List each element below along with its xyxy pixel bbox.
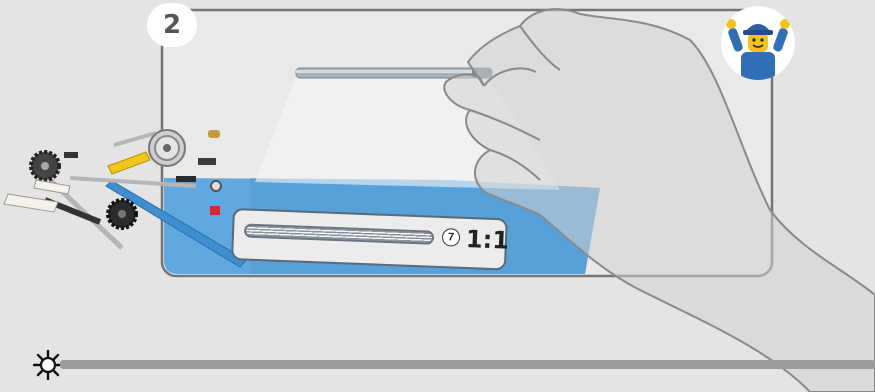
- section-divider: [60, 360, 875, 369]
- axle-length-number: 7: [441, 228, 461, 247]
- scale-ratio-label: 1:1: [465, 224, 510, 255]
- axle-scale-graphic: [243, 223, 435, 245]
- axle-length-callout: 7 1:1: [231, 208, 510, 271]
- minifigure-icon: [721, 6, 795, 80]
- lego-parts-icon: [3, 129, 247, 268]
- hand-holding-axle-icon: [443, 8, 875, 392]
- step-number-badge: 2: [147, 3, 197, 47]
- sun-tip-icon: [33, 350, 63, 380]
